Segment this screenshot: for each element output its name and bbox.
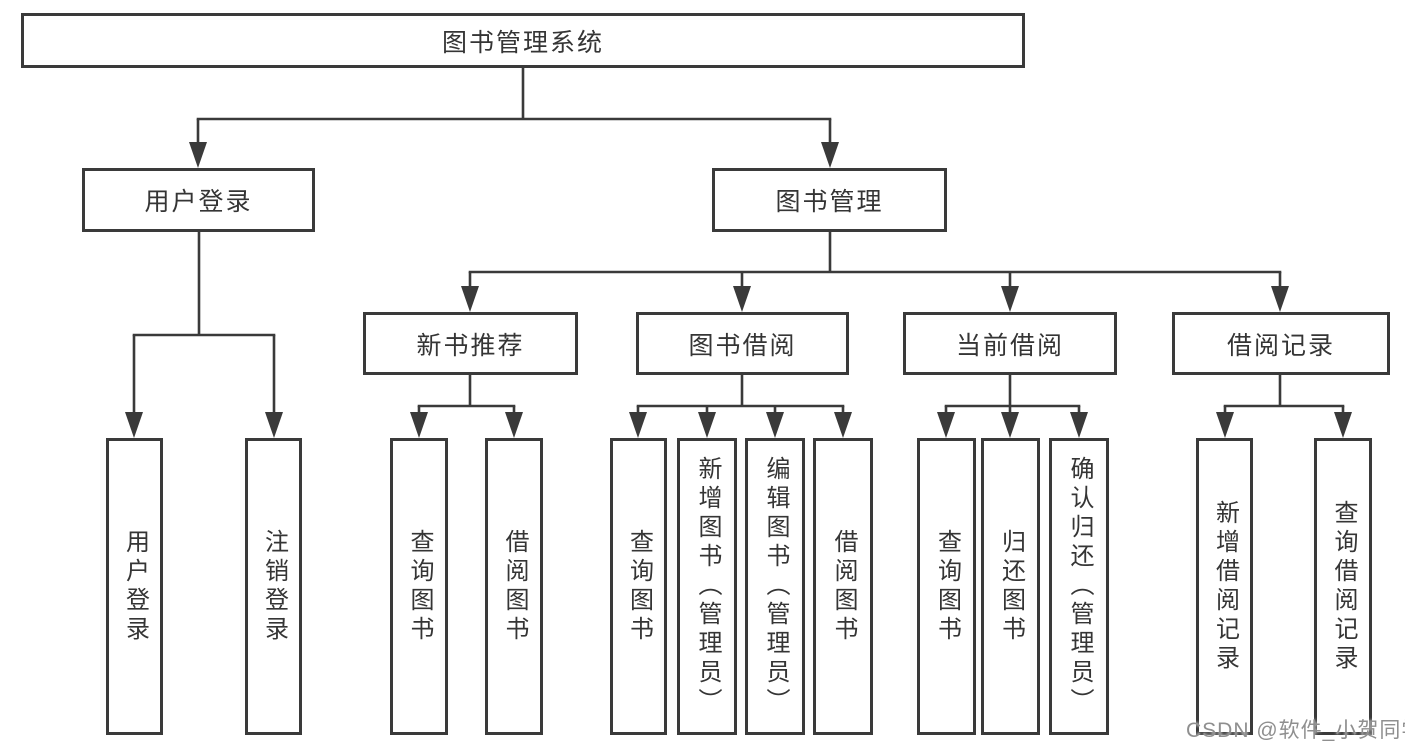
node-user-login-label: 用户登录: [144, 188, 253, 216]
leaf-borrow-books: 借阅图书: [485, 438, 543, 735]
leaf-query-books: 查询图书: [390, 438, 448, 735]
leaf-confirm-return-admin: 确认归还（管理员）: [1049, 438, 1109, 735]
leaf-query-books-label: 查询图书: [406, 528, 433, 645]
csdn-watermark: CSDN @软件_小贺同学: [1186, 719, 1405, 742]
leaf-user-login: 用户登录: [106, 438, 163, 735]
node-book-management-label: 图书管理: [775, 188, 884, 216]
node-root: 图书管理系统: [21, 13, 1025, 68]
leaf-query-borrow-record-label: 查询借阅记录: [1330, 499, 1357, 674]
leaf-add-borrow-record-label: 新增借阅记录: [1211, 499, 1239, 674]
leaf-edit-book-admin: 编辑图书（管理员）: [745, 438, 805, 735]
leaf-confirm-return-admin-label: 确认归还（管理员）: [1066, 456, 1093, 717]
leaf-add-book-admin: 新增图书（管理员）: [677, 438, 737, 735]
node-book-borrowing: 图书借阅: [636, 312, 849, 375]
leaf-logout-label: 注销登录: [260, 528, 288, 645]
node-new-book-recommendation-label: 新书推荐: [416, 331, 525, 360]
leaf-borrow-books-label: 借阅图书: [501, 528, 528, 645]
leaf-borrow-books-label: 借阅图书: [830, 528, 857, 645]
leaf-add-book-admin-label: 新增图书（管理员）: [694, 456, 721, 717]
node-borrowing-records: 借阅记录: [1172, 312, 1390, 375]
node-root-label: 图书管理系统: [441, 28, 604, 57]
leaf-user-login-label: 用户登录: [121, 528, 149, 645]
node-current-borrowing: 当前借阅: [903, 312, 1117, 375]
node-book-management: 图书管理: [712, 168, 947, 232]
leaf-return-book-label: 归还图书: [997, 528, 1025, 645]
leaf-query-books-label: 查询图书: [933, 528, 961, 645]
leaf-query-books: 查询图书: [610, 438, 667, 735]
node-current-borrowing-label: 当前借阅: [955, 331, 1064, 360]
leaf-logout: 注销登录: [245, 438, 302, 735]
leaf-query-books: 查询图书: [917, 438, 976, 735]
leaf-add-borrow-record: 新增借阅记录: [1196, 438, 1253, 735]
leaf-edit-book-admin-label: 编辑图书（管理员）: [762, 456, 789, 717]
node-book-borrowing-label: 图书借阅: [688, 331, 797, 360]
leaf-return-book: 归还图书: [981, 438, 1040, 735]
node-new-book-recommendation: 新书推荐: [363, 312, 578, 375]
node-borrowing-records-label: 借阅记录: [1226, 331, 1335, 360]
leaf-query-books-label: 查询图书: [625, 528, 653, 645]
leaf-borrow-books: 借阅图书: [813, 438, 873, 735]
leaf-query-borrow-record: 查询借阅记录: [1314, 438, 1372, 735]
node-user-login: 用户登录: [82, 168, 315, 232]
